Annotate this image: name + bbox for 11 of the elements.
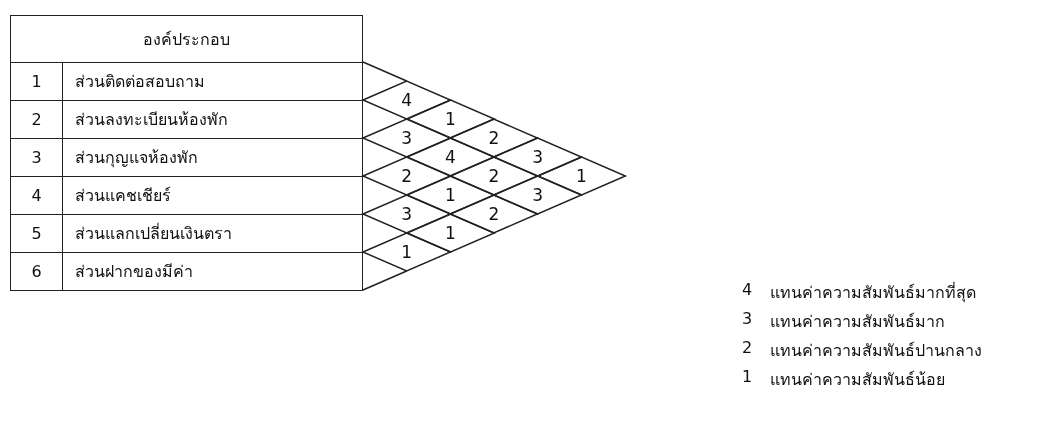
legend-text: แทนค่าความสัมพันธ์น้อย	[770, 369, 945, 391]
table-cell: ส่วนฝากของมีค่า	[62, 252, 363, 291]
table-header-cell: องค์ประกอบ	[10, 15, 363, 63]
legend-number: 3	[742, 309, 753, 328]
legend-number: 4	[742, 280, 753, 299]
legend-number: 2	[742, 338, 753, 357]
legend-number: 1	[742, 367, 753, 386]
legend-text: แทนค่าความสัมพันธ์ปานกลาง	[770, 340, 982, 362]
legend-text: แทนค่าความสัมพันธ์มากที่สุด	[770, 281, 976, 305]
legend-text: แทนค่าความสัมพันธ์มาก	[770, 311, 945, 333]
table-cell: 6	[10, 252, 63, 291]
